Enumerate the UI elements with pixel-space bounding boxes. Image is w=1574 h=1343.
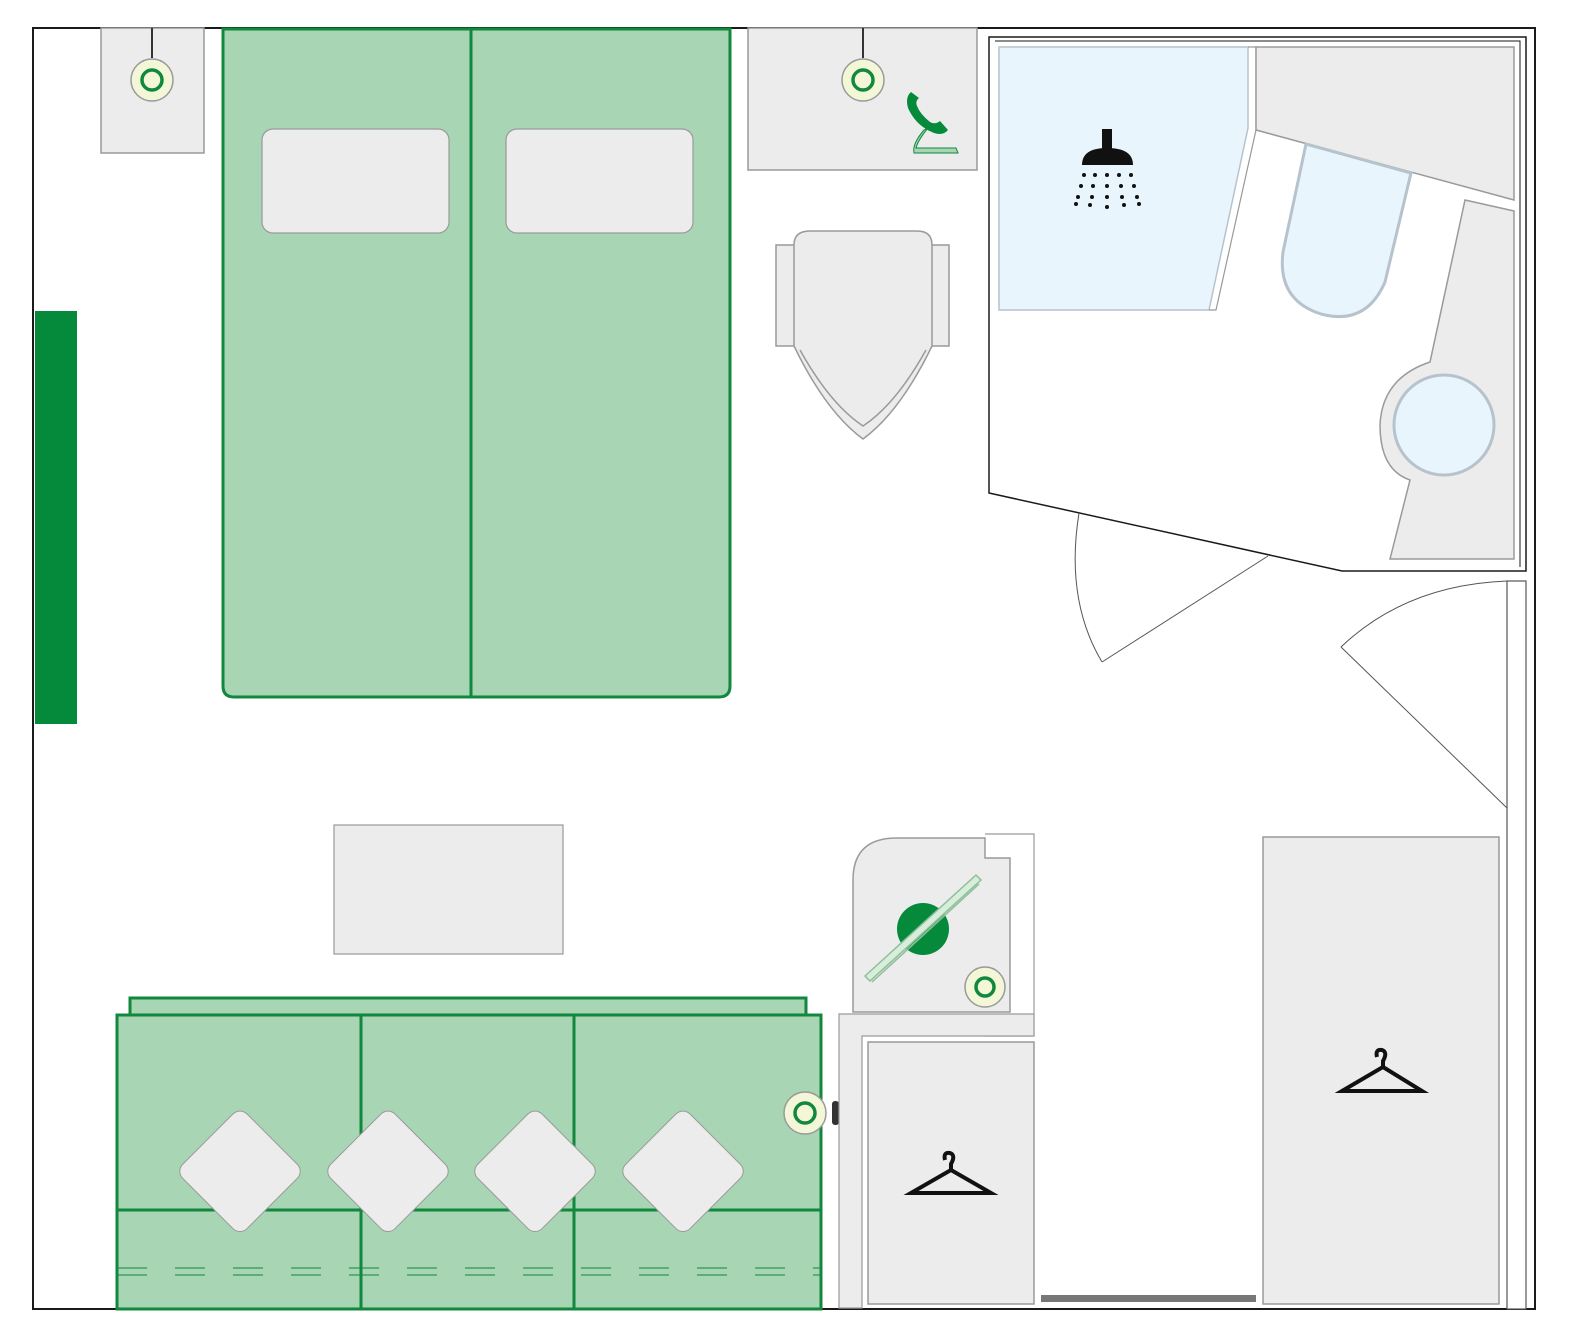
sofa bbox=[115, 996, 823, 1311]
window bbox=[35, 311, 77, 724]
pillow bbox=[261, 128, 450, 234]
cushion bbox=[622, 1110, 744, 1232]
cushion bbox=[474, 1110, 596, 1232]
hanger-icon bbox=[1334, 1047, 1430, 1093]
armchair bbox=[775, 230, 950, 440]
cushion bbox=[327, 1110, 449, 1232]
bathroom-counter bbox=[1255, 46, 1515, 201]
lamp-icon bbox=[841, 28, 885, 102]
nightstand-right bbox=[747, 27, 978, 171]
shower bbox=[998, 46, 1257, 311]
sliding-door-track bbox=[1041, 1295, 1256, 1302]
lamp-icon bbox=[964, 966, 1006, 1008]
bathroom-door bbox=[1074, 512, 1269, 663]
bathroom bbox=[988, 36, 1527, 663]
hair-dryer-icon bbox=[863, 873, 983, 983]
lamp-icon bbox=[783, 1091, 839, 1135]
wardrobe-right bbox=[1262, 836, 1500, 1305]
hanger-icon bbox=[903, 1150, 999, 1195]
lamp-icon bbox=[130, 28, 174, 102]
desk bbox=[852, 833, 1035, 1037]
double-bed bbox=[221, 27, 732, 699]
pillow bbox=[505, 128, 694, 234]
cushion bbox=[179, 1110, 301, 1232]
entrance-door bbox=[1340, 580, 1527, 1310]
sink-icon bbox=[1392, 373, 1496, 477]
wardrobe-left bbox=[838, 1013, 1035, 1309]
toilet-icon bbox=[1280, 142, 1413, 319]
nightstand-left bbox=[100, 27, 205, 154]
coffee-table bbox=[333, 824, 564, 955]
shower-icon bbox=[1074, 129, 1141, 209]
phone-icon bbox=[907, 92, 959, 154]
